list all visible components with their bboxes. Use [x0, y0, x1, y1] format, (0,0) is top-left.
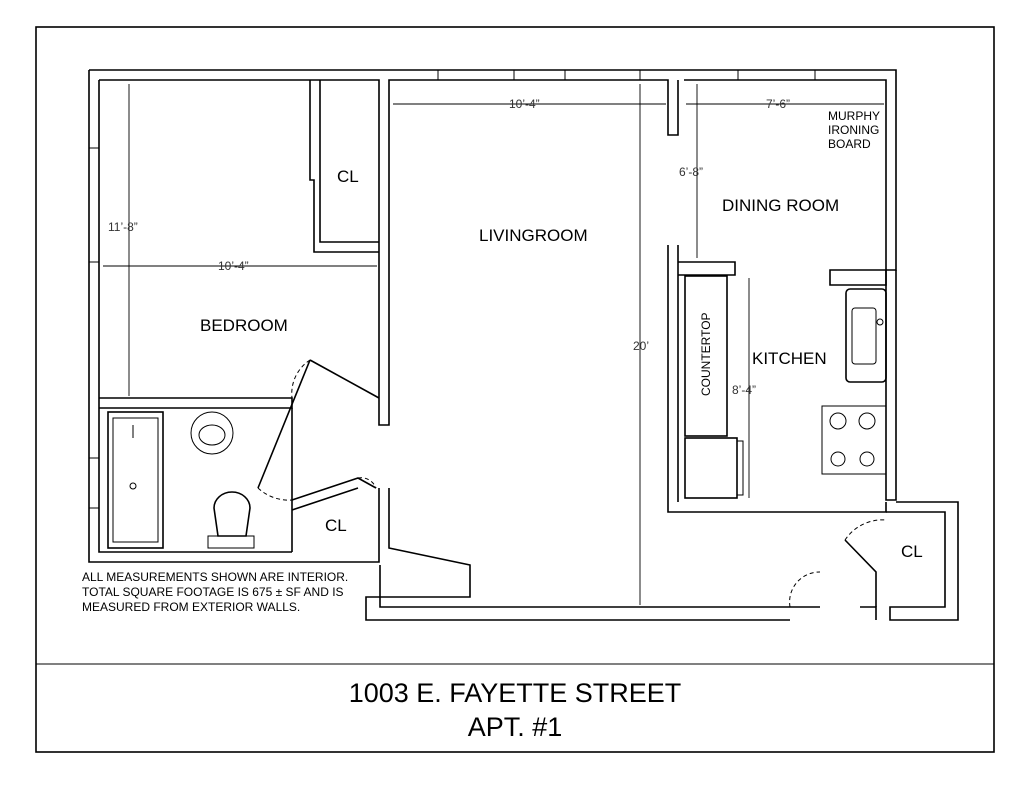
- title-unit: APT. #1: [468, 712, 563, 742]
- murphy-label-line1: MURPHY: [828, 109, 880, 123]
- room-label-livingroom: LIVINGROOM: [479, 226, 588, 245]
- countertop-block: [684, 275, 728, 437]
- dim-bedroom-width: 10’-4”: [218, 259, 249, 273]
- sheet-border: [35, 26, 995, 753]
- room-label-bedroom: BEDROOM: [200, 316, 288, 335]
- dim-dining-depth: 6’-8”: [679, 165, 703, 179]
- refrigerator: [684, 437, 738, 499]
- dim-dining-width: 7’-6”: [766, 97, 790, 111]
- windows: [89, 70, 816, 509]
- dim-kitchen-length: 8’-4”: [732, 383, 756, 397]
- bathroom-fixtures: [107, 411, 255, 549]
- dim-living-length: 20’: [633, 339, 649, 353]
- dim-living-width: 10’-4”: [509, 97, 540, 111]
- room-label-dining-room: DINING ROOM: [722, 196, 839, 215]
- room-label-closet-hall: CL: [325, 516, 347, 535]
- toilet-icon: [213, 491, 251, 537]
- stove: [821, 405, 887, 475]
- exterior-walls: [88, 69, 959, 621]
- title-address: 1003 E. FAYETTE STREET: [349, 678, 682, 708]
- kitchen-sink-icon: [851, 307, 877, 365]
- dim-bedroom-depth: 11’-8”: [108, 220, 138, 234]
- kitchen-fixtures: [684, 275, 887, 499]
- murphy-label-line2: IRONING: [828, 123, 879, 137]
- door-swings: [257, 359, 887, 608]
- note-line-1: ALL MEASUREMENTS SHOWN ARE INTERIOR.: [82, 570, 348, 584]
- bathtub: [107, 411, 164, 549]
- tub-drain-icon: [129, 482, 137, 490]
- room-label-closet-entry: CL: [901, 542, 923, 561]
- room-label-closet-bedroom: CL: [337, 167, 359, 186]
- note-line-2: TOTAL SQUARE FOOTAGE IS 675 ± SF AND IS: [82, 585, 344, 599]
- countertop-label: COUNTERTOP: [699, 312, 713, 396]
- kitchen-sink-counter: [845, 288, 887, 383]
- note-line-3: MEASURED FROM EXTERIOR WALLS.: [82, 600, 300, 614]
- murphy-label-line3: BOARD: [828, 137, 871, 151]
- interior-walls: [99, 80, 380, 552]
- dimension-lines: [103, 84, 884, 605]
- sink-icon: [190, 411, 234, 455]
- room-label-kitchen: KITCHEN: [752, 349, 827, 368]
